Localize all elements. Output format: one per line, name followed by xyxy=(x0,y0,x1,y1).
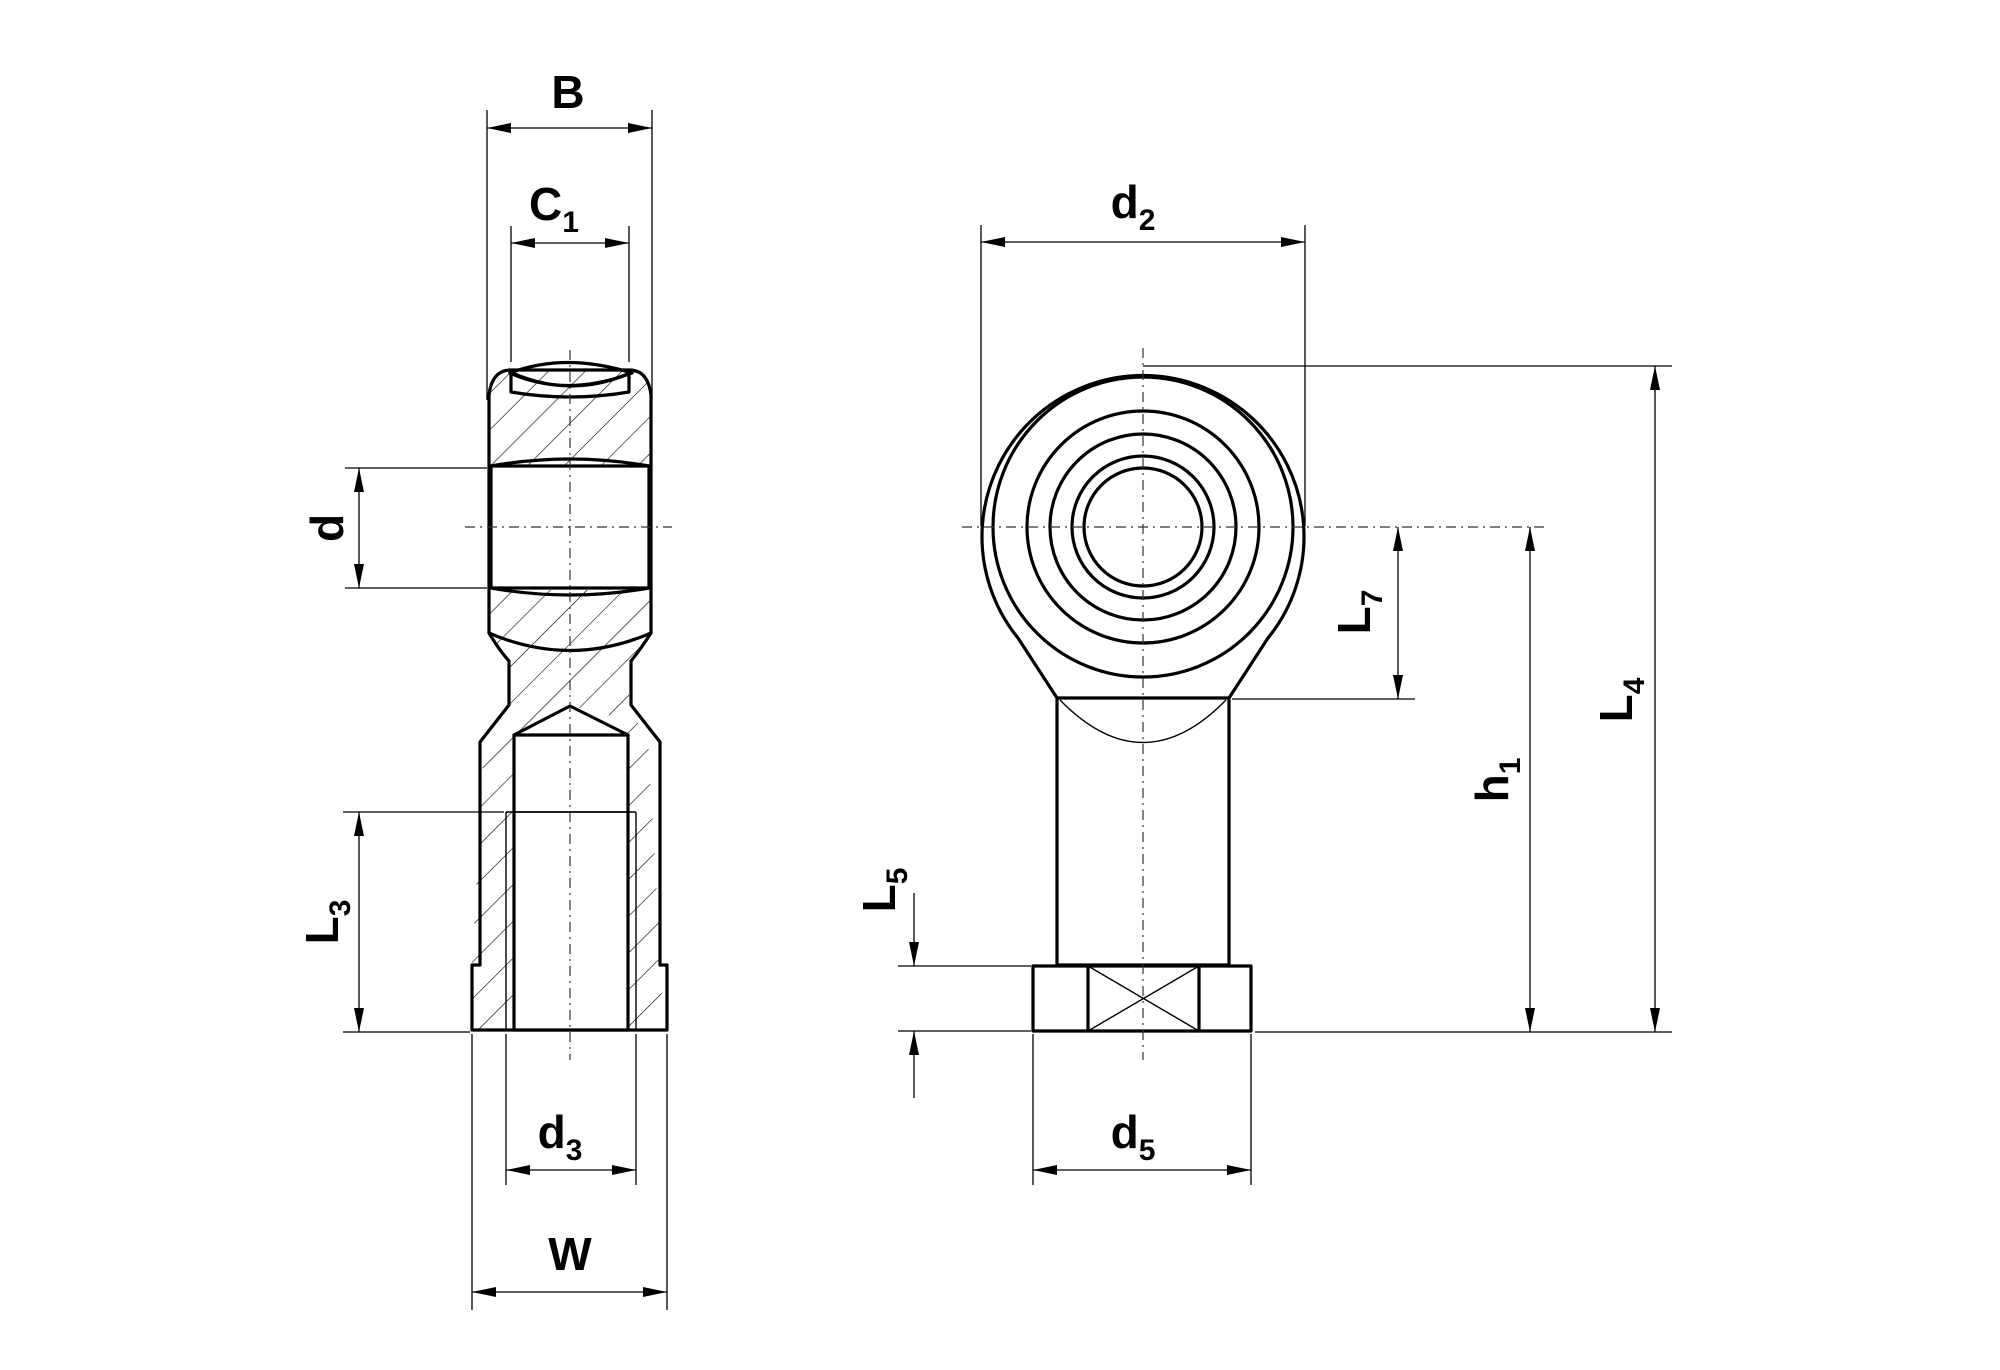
label-L7: L7 xyxy=(1328,590,1389,635)
label-d5: d5 xyxy=(1111,1106,1156,1167)
dim-B: B xyxy=(486,66,653,400)
label-L4: L4 xyxy=(1590,677,1651,722)
label-d2: d2 xyxy=(1111,176,1156,237)
dim-C1: C1 xyxy=(510,178,630,362)
dim-d5: d5 xyxy=(1032,1034,1252,1185)
label-L5: L5 xyxy=(853,868,914,913)
label-B: B xyxy=(551,66,584,118)
hex-nut xyxy=(1031,964,1253,1033)
dim-W: W xyxy=(471,1034,668,1310)
label-C1: C1 xyxy=(529,178,579,239)
dim-h1: h1 xyxy=(1466,527,1535,1032)
label-d3: d3 xyxy=(538,1106,583,1167)
dim-L7: L7 xyxy=(1232,527,1415,700)
front-view xyxy=(962,348,1545,1060)
label-L3: L3 xyxy=(296,900,357,945)
label-h1: h1 xyxy=(1466,758,1527,803)
dim-d2: d2 xyxy=(980,176,1306,526)
dim-d3: d3 xyxy=(505,1034,637,1185)
dim-L5: L5 xyxy=(853,868,1031,1098)
side-section-view xyxy=(465,350,672,1060)
dim-d: d xyxy=(301,467,487,589)
threaded-bore xyxy=(512,733,630,1032)
rod-end-outline-side xyxy=(470,368,669,1032)
dim-L3: L3 xyxy=(296,811,504,1033)
label-d: d xyxy=(301,514,353,542)
dim-L4: L4 xyxy=(1143,365,1672,1033)
label-W: W xyxy=(548,1228,592,1280)
